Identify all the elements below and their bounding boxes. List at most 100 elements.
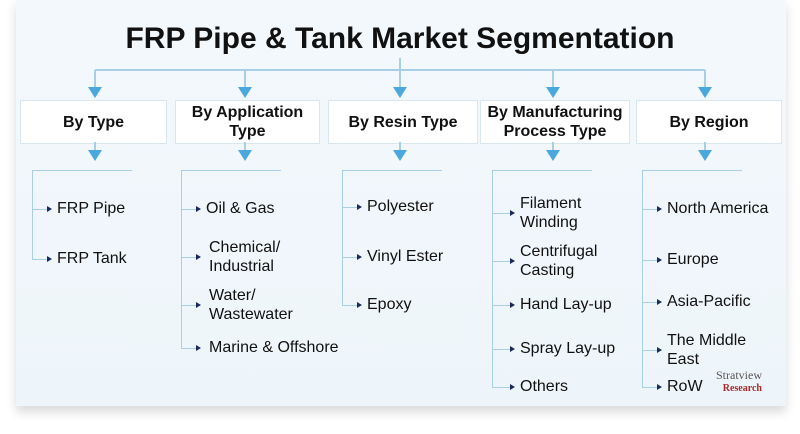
category-label: By Region (669, 113, 749, 131)
list-item: Europe (667, 251, 719, 268)
item-connector (342, 305, 357, 306)
arrow-down-icon (698, 87, 712, 98)
connector-line (552, 142, 554, 150)
item-connector (181, 305, 196, 306)
bullet-arrow-icon (657, 299, 662, 305)
connector-line (704, 70, 706, 88)
bullet-arrow-icon (510, 258, 515, 264)
list-item: Asia-Pacific (667, 293, 751, 310)
list-item: RoW (667, 378, 703, 395)
bullet-arrow-icon (510, 210, 515, 216)
item-connector (492, 349, 510, 350)
item-connector (642, 209, 657, 210)
bullet-arrow-icon (510, 384, 515, 390)
item-connector (642, 260, 657, 261)
bullet-arrow-icon (196, 302, 201, 308)
list-item: Filament Winding (520, 195, 582, 231)
bullet-arrow-icon (357, 204, 362, 210)
bracket-line (32, 170, 132, 171)
bullet-arrow-icon (510, 302, 515, 308)
connector-line (244, 142, 246, 150)
category-label: By Resin Type (348, 113, 458, 131)
bullet-arrow-icon (657, 257, 662, 263)
list-item: Spray Lay-up (520, 340, 616, 357)
connector-line (399, 58, 401, 70)
list-item: Vinyl Ester (367, 248, 444, 265)
bullet-arrow-icon (357, 254, 362, 260)
item-connector (492, 305, 510, 306)
category-label: By Application Type (191, 104, 304, 140)
list-item: Others (520, 378, 569, 395)
item-connector (642, 302, 657, 303)
list-item: Oil & Gas (206, 200, 275, 217)
arrow-down-icon (546, 87, 560, 98)
bullet-arrow-icon (657, 206, 662, 212)
connector-line (94, 142, 96, 150)
arrow-down-icon (393, 87, 407, 98)
list-item: Marine & Offshore (209, 339, 339, 356)
bullet-arrow-icon (196, 254, 201, 260)
arrow-down-icon (698, 150, 712, 161)
bracket-line (342, 170, 343, 305)
arrow-down-icon (393, 150, 407, 161)
category-box: By Type (20, 100, 167, 144)
connector-line (552, 70, 554, 88)
bracket-line (492, 170, 493, 387)
list-item: Centrifugal Casting (520, 243, 598, 279)
item-connector (342, 257, 357, 258)
list-item: Polyester (367, 198, 434, 215)
bracket-line (32, 170, 33, 259)
arrow-down-icon (238, 150, 252, 161)
list-item: Chemical/ Industrial (209, 239, 281, 275)
arrow-down-icon (88, 87, 102, 98)
bullet-arrow-icon (657, 384, 662, 390)
bullet-arrow-icon (510, 346, 515, 352)
category-box: By Application Type (175, 100, 320, 144)
bracket-line (181, 170, 182, 348)
diagram-title: FRP Pipe & Tank Market Segmentation (125, 22, 675, 55)
connector-line (399, 142, 401, 150)
bullet-arrow-icon (196, 206, 201, 212)
list-item: The Middle East (667, 332, 747, 368)
bullet-arrow-icon (357, 302, 362, 308)
bracket-line (342, 170, 442, 171)
connector-line (704, 142, 706, 150)
list-item: Water/ Wastewater (209, 287, 293, 323)
bullet-arrow-icon (657, 347, 662, 353)
category-label: By Manufacturing Process Type (487, 104, 623, 140)
connector-line (399, 70, 401, 88)
bracket-line (181, 170, 281, 171)
bullet-arrow-icon (47, 206, 52, 212)
connector-line (94, 70, 96, 88)
category-label: By Type (62, 113, 125, 131)
bracket-line (642, 170, 643, 387)
item-connector (32, 259, 47, 260)
item-connector (492, 261, 510, 262)
item-connector (181, 257, 196, 258)
item-connector (642, 387, 657, 388)
list-item: Epoxy (367, 296, 412, 313)
bracket-line (642, 170, 742, 171)
connector-line (244, 70, 246, 88)
arrow-down-icon (88, 150, 102, 161)
list-item: North America (667, 200, 769, 217)
list-item: FRP Pipe (57, 200, 126, 217)
item-connector (181, 348, 196, 349)
list-item: FRP Tank (57, 250, 127, 267)
bullet-arrow-icon (47, 256, 52, 262)
arrow-down-icon (238, 87, 252, 98)
item-connector (642, 350, 657, 351)
arrow-down-icon (546, 150, 560, 161)
diagram-panel (16, 0, 786, 406)
category-box: By Manufacturing Process Type (480, 100, 630, 144)
bullet-arrow-icon (196, 345, 201, 351)
item-connector (32, 209, 47, 210)
item-connector (492, 213, 510, 214)
category-box: By Region (636, 100, 782, 144)
item-connector (181, 209, 196, 210)
item-connector (492, 387, 510, 388)
bracket-line (492, 170, 592, 171)
list-item: Hand Lay-up (520, 296, 612, 313)
category-box: By Resin Type (328, 100, 478, 144)
